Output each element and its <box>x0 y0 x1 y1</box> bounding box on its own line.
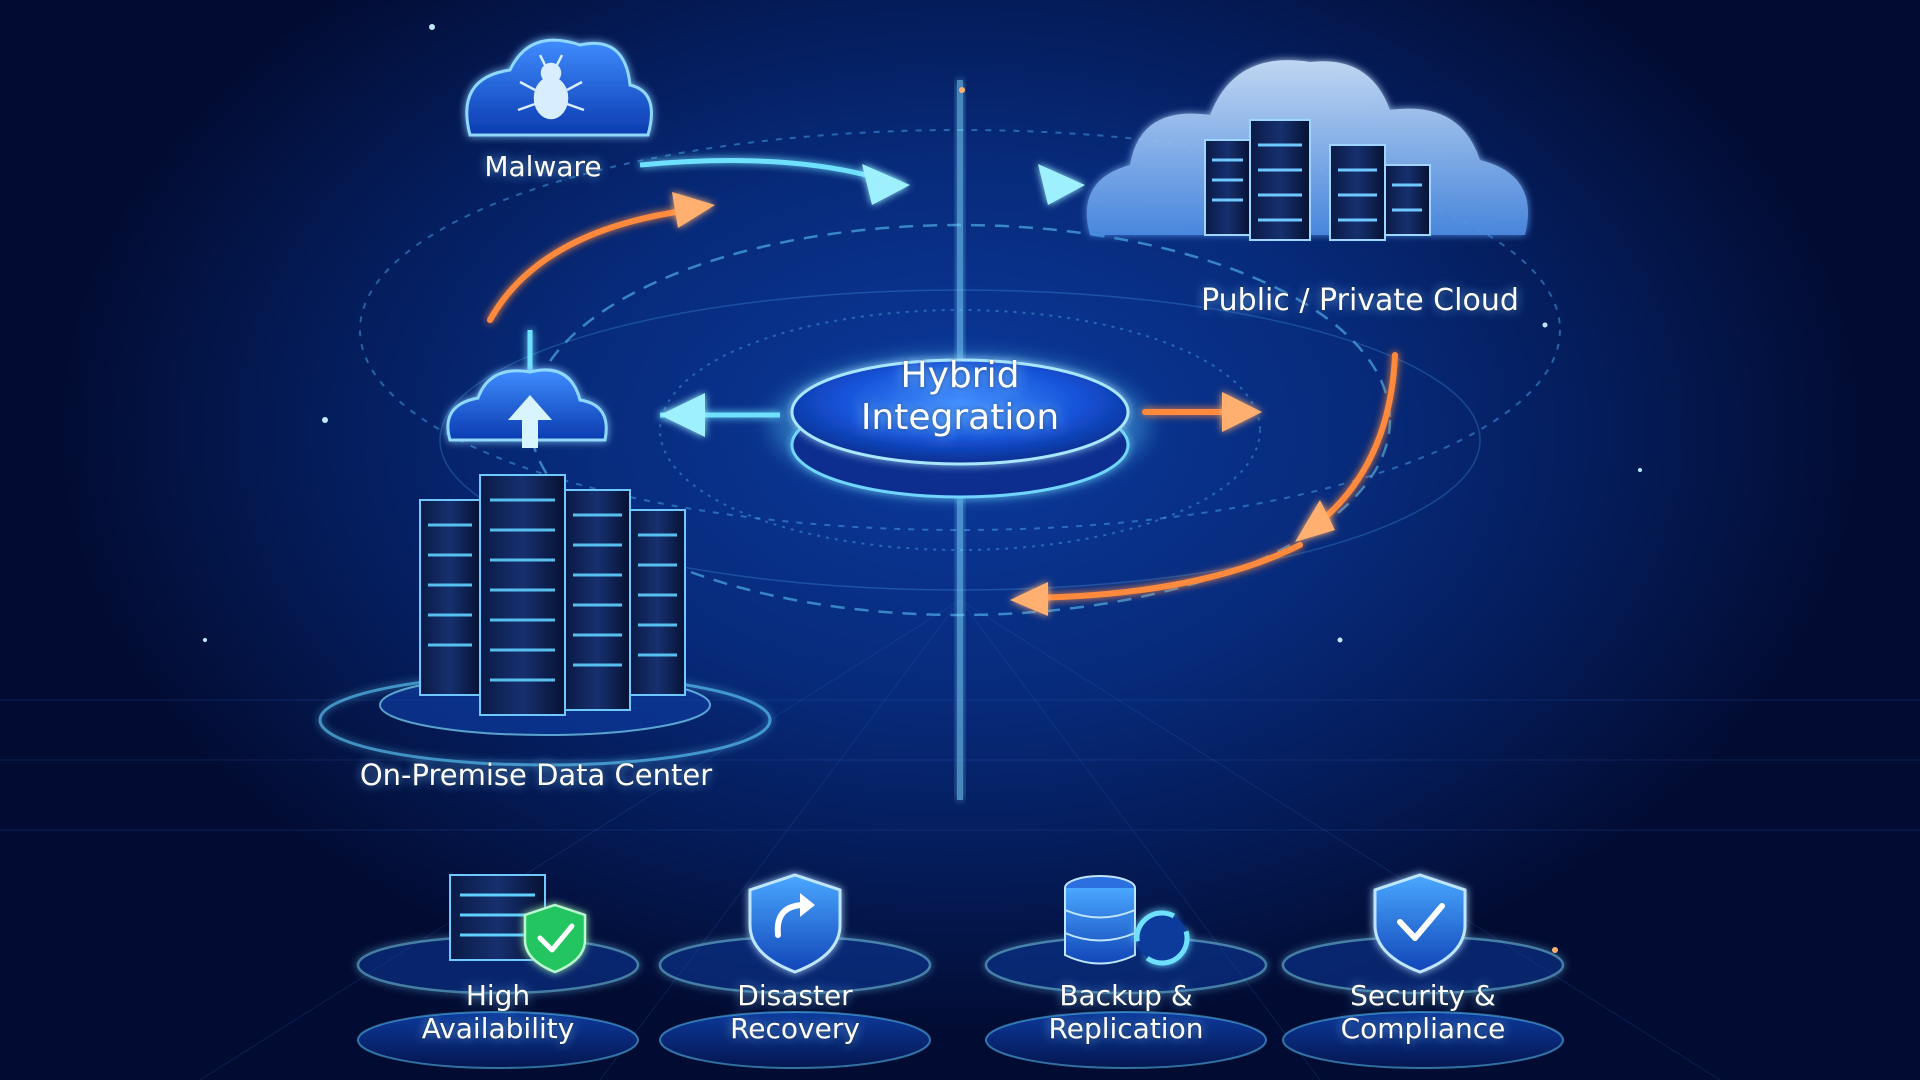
feature-label-line2: Replication <box>1048 1012 1204 1045</box>
upload-cloud-node <box>446 368 608 448</box>
feature-disaster-recovery: Disaster Recovery <box>665 979 925 1045</box>
orange-arrowheads <box>672 192 1335 616</box>
feature-label-line1: Security & <box>1350 979 1496 1012</box>
feature-label-line2: Recovery <box>730 1012 860 1045</box>
feature-high-availability: High Availability <box>368 979 628 1045</box>
cloud-server-racks-icon <box>1204 119 1431 241</box>
pedestal-backup-replication <box>984 935 1268 1069</box>
sparkles <box>203 24 1642 953</box>
onprem-label: On-Premise Data Center <box>359 758 713 792</box>
cyan-arrowheads <box>660 164 1085 437</box>
feature-label-line2: Compliance <box>1340 1012 1506 1045</box>
server-rack-icon <box>419 474 686 716</box>
malware-label: Malware <box>484 150 602 183</box>
onprem-node <box>318 474 772 767</box>
feature-label-line1: High <box>465 979 531 1012</box>
shield-check-icon <box>1373 873 1467 974</box>
shield-recovery-icon <box>748 873 842 974</box>
malware-node <box>465 38 653 137</box>
feature-backup-replication: Backup & Replication <box>996 979 1256 1045</box>
feature-label-line2: Availability <box>421 1012 575 1045</box>
up-arrow-icon <box>508 395 552 448</box>
database-sync-icon <box>1064 875 1190 966</box>
cloud-node <box>1086 60 1528 241</box>
cloud-label: Public / Private Cloud <box>1201 283 1519 318</box>
feature-security-compliance: Security & Compliance <box>1293 979 1553 1045</box>
orange-flow-arrows <box>487 207 1398 601</box>
hub-title-line2: Integration <box>860 397 1060 438</box>
bug-icon <box>517 54 585 120</box>
feature-label-line1: Disaster <box>737 979 853 1012</box>
hub-title: Hybrid Integration <box>800 355 1120 439</box>
feature-label-line1: Backup & <box>1059 979 1193 1012</box>
background-grid <box>0 599 1920 1080</box>
hub-disc <box>770 355 1150 499</box>
server-shield-check-icon <box>449 874 587 974</box>
hub-title-line1: Hybrid <box>900 355 1020 396</box>
